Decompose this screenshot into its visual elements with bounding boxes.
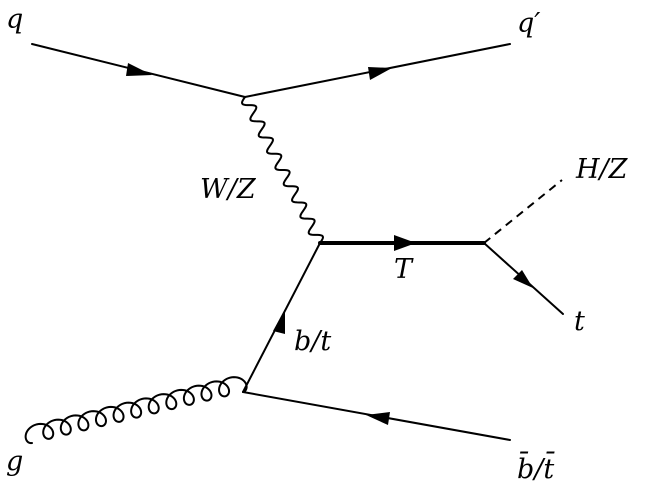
label-vlq: T bbox=[394, 254, 414, 285]
label-gluon: g bbox=[6, 446, 23, 477]
t-quark-arrow bbox=[394, 235, 416, 251]
label-higgs-z: H/Z bbox=[575, 154, 629, 185]
quark-out-arrow bbox=[368, 67, 392, 80]
antiquark-arrow bbox=[366, 412, 390, 425]
label-q-in: q bbox=[6, 4, 23, 35]
top-arrow bbox=[513, 270, 533, 288]
label-boson: W/Z bbox=[200, 174, 257, 205]
label-antiquark: b̄/t̄ bbox=[517, 450, 556, 485]
boson-propagator bbox=[240, 96, 325, 244]
higgs-z-line bbox=[483, 179, 563, 244]
quark-in-arrow bbox=[126, 63, 152, 76]
label-b-t: b/t bbox=[294, 326, 331, 357]
b-t-arrow bbox=[273, 309, 285, 334]
label-q-out: q′ bbox=[517, 8, 540, 39]
label-top: t bbox=[574, 306, 585, 337]
gluon-line bbox=[24, 376, 248, 445]
